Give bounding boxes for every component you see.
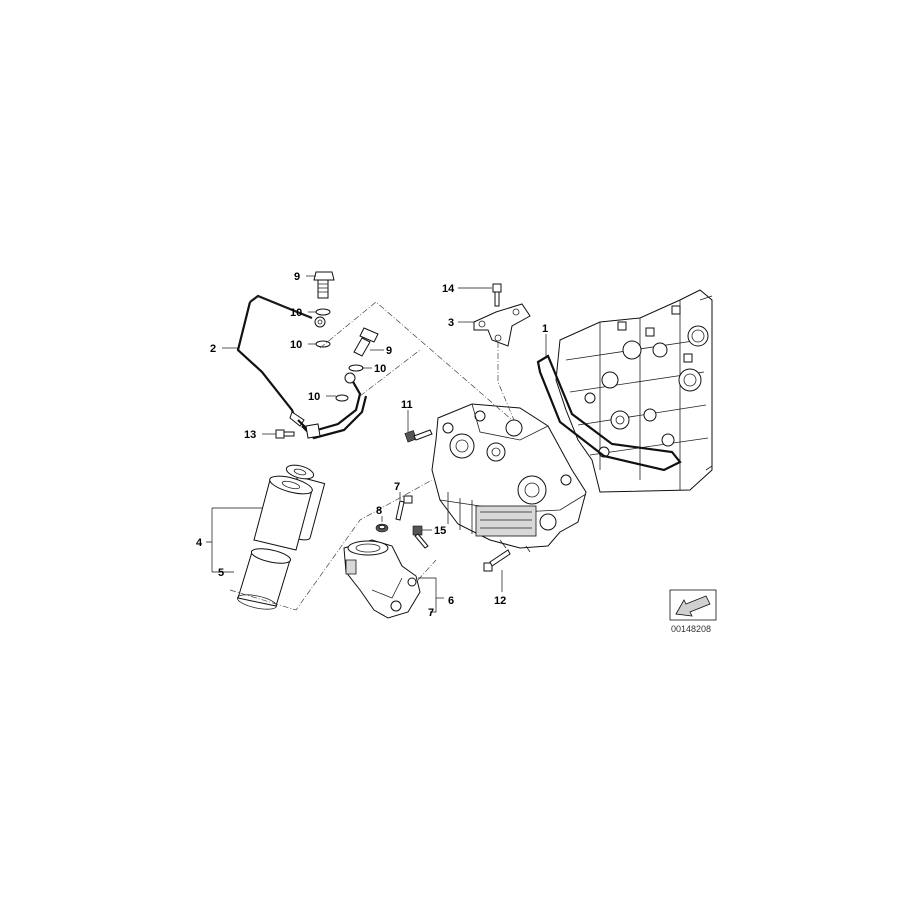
filter-sleeve-5	[236, 548, 292, 610]
label-8: 8	[376, 505, 382, 517]
nut-8	[375, 523, 389, 533]
washer-10b	[315, 340, 331, 348]
reference-badge: 00148208	[669, 589, 717, 634]
bolt-7	[395, 495, 413, 521]
arrow-icon	[675, 595, 711, 617]
label-11: 11	[401, 399, 413, 411]
banjo-bolt-9a	[313, 271, 335, 299]
banjo-bolt-9b	[353, 327, 379, 357]
label-7b: 7	[428, 607, 434, 619]
label-9a: 9	[294, 271, 300, 283]
gasket	[536, 354, 682, 472]
label-10c: 10	[374, 363, 386, 375]
oil-pipe-2	[236, 294, 326, 427]
label-10a: 10	[290, 307, 302, 319]
oil-hose	[297, 372, 368, 440]
label-12: 12	[494, 595, 506, 607]
label-2: 2	[210, 343, 216, 355]
bracket	[473, 303, 531, 347]
bolt-15	[412, 525, 429, 549]
label-13: 13	[244, 429, 256, 441]
filter-housing-6	[343, 539, 421, 619]
label-9b: 9	[386, 345, 392, 357]
label-10d: 10	[308, 391, 320, 403]
washer-10d	[335, 394, 349, 402]
reference-number: 00148208	[671, 624, 711, 634]
label-10b: 10	[290, 339, 302, 351]
label-7a: 7	[394, 481, 400, 493]
washer-10c	[348, 364, 364, 372]
engine-block	[555, 289, 713, 493]
washer-10a	[315, 308, 331, 316]
bolt-11	[404, 429, 433, 443]
label-5: 5	[218, 567, 224, 579]
bolt-14	[492, 283, 502, 307]
assembly-lines	[229, 301, 515, 611]
label-4: 4	[196, 537, 203, 549]
label-14: 14	[442, 283, 455, 295]
label-15: 15	[434, 525, 446, 537]
label-1: 1	[542, 323, 548, 335]
label-3: 3	[448, 317, 454, 329]
filter-element-4	[253, 464, 326, 551]
bolt-12	[483, 549, 511, 572]
bolt-13	[275, 429, 295, 439]
label-6: 6	[448, 595, 454, 607]
oil-module-housing	[431, 403, 587, 553]
callouts: 1 2 3 4 5 6 7 7 8 9 9 10 10 10	[196, 271, 548, 619]
